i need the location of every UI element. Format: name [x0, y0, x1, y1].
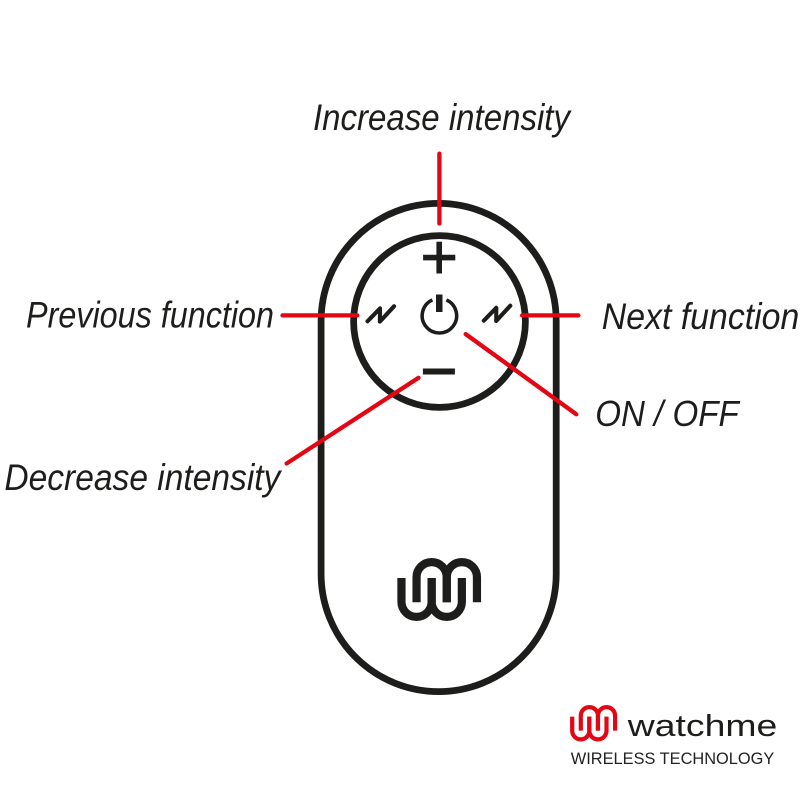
svg-text:ON / OFF: ON / OFF [595, 393, 740, 434]
svg-text:WIRELESS TECHNOLOGY: WIRELESS TECHNOLOGY [571, 749, 775, 768]
svg-text:Decrease intensity: Decrease intensity [4, 456, 282, 498]
svg-text:Previous function: Previous function [26, 294, 274, 336]
svg-text:watchme: watchme [627, 708, 778, 743]
svg-text:Increase intensity: Increase intensity [313, 96, 572, 138]
svg-text:Next function: Next function [602, 295, 800, 337]
